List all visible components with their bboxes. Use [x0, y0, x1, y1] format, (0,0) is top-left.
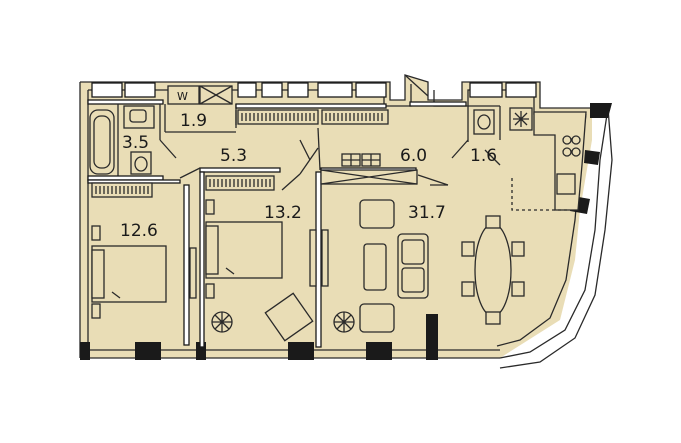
room-area-wardrobe: 1.9: [180, 111, 207, 131]
hall-closets: [91, 109, 389, 198]
kitchen-unit: [511, 111, 587, 211]
room-area-bedroom-2: 13.2: [264, 203, 302, 223]
bedroom-1-furniture: [91, 225, 197, 319]
curved-facade-outer: [499, 107, 613, 369]
bedroom-2-furniture: [205, 199, 317, 342]
washing-machine: W: [167, 85, 200, 105]
room-area-bathroom: 3.5: [122, 133, 149, 153]
tv-cabinet: [320, 169, 418, 287]
dryer-box: [199, 85, 233, 105]
room-area-hall: 5.3: [220, 146, 247, 166]
room-area-living-kitchen: 31.7: [408, 203, 446, 223]
wc-fixtures: [473, 107, 533, 135]
outer-wall: [80, 74, 592, 109]
room-area-corridor: 6.0: [400, 146, 427, 166]
living-seating: [359, 199, 429, 333]
dining-table: [461, 215, 525, 325]
bathroom-toilet: [130, 151, 152, 175]
plant-icon: [211, 311, 233, 333]
room-area-wc: 1.6: [470, 146, 497, 166]
room-area-bedroom-1: 12.6: [120, 221, 158, 241]
top-windows: [91, 82, 537, 98]
door-swings: [159, 75, 501, 191]
plant-icon-living: [333, 311, 355, 333]
washer-label: W: [177, 90, 188, 103]
bathtub: [89, 109, 115, 175]
bathroom-sink: [123, 105, 155, 129]
shoe-racks: [341, 153, 381, 167]
